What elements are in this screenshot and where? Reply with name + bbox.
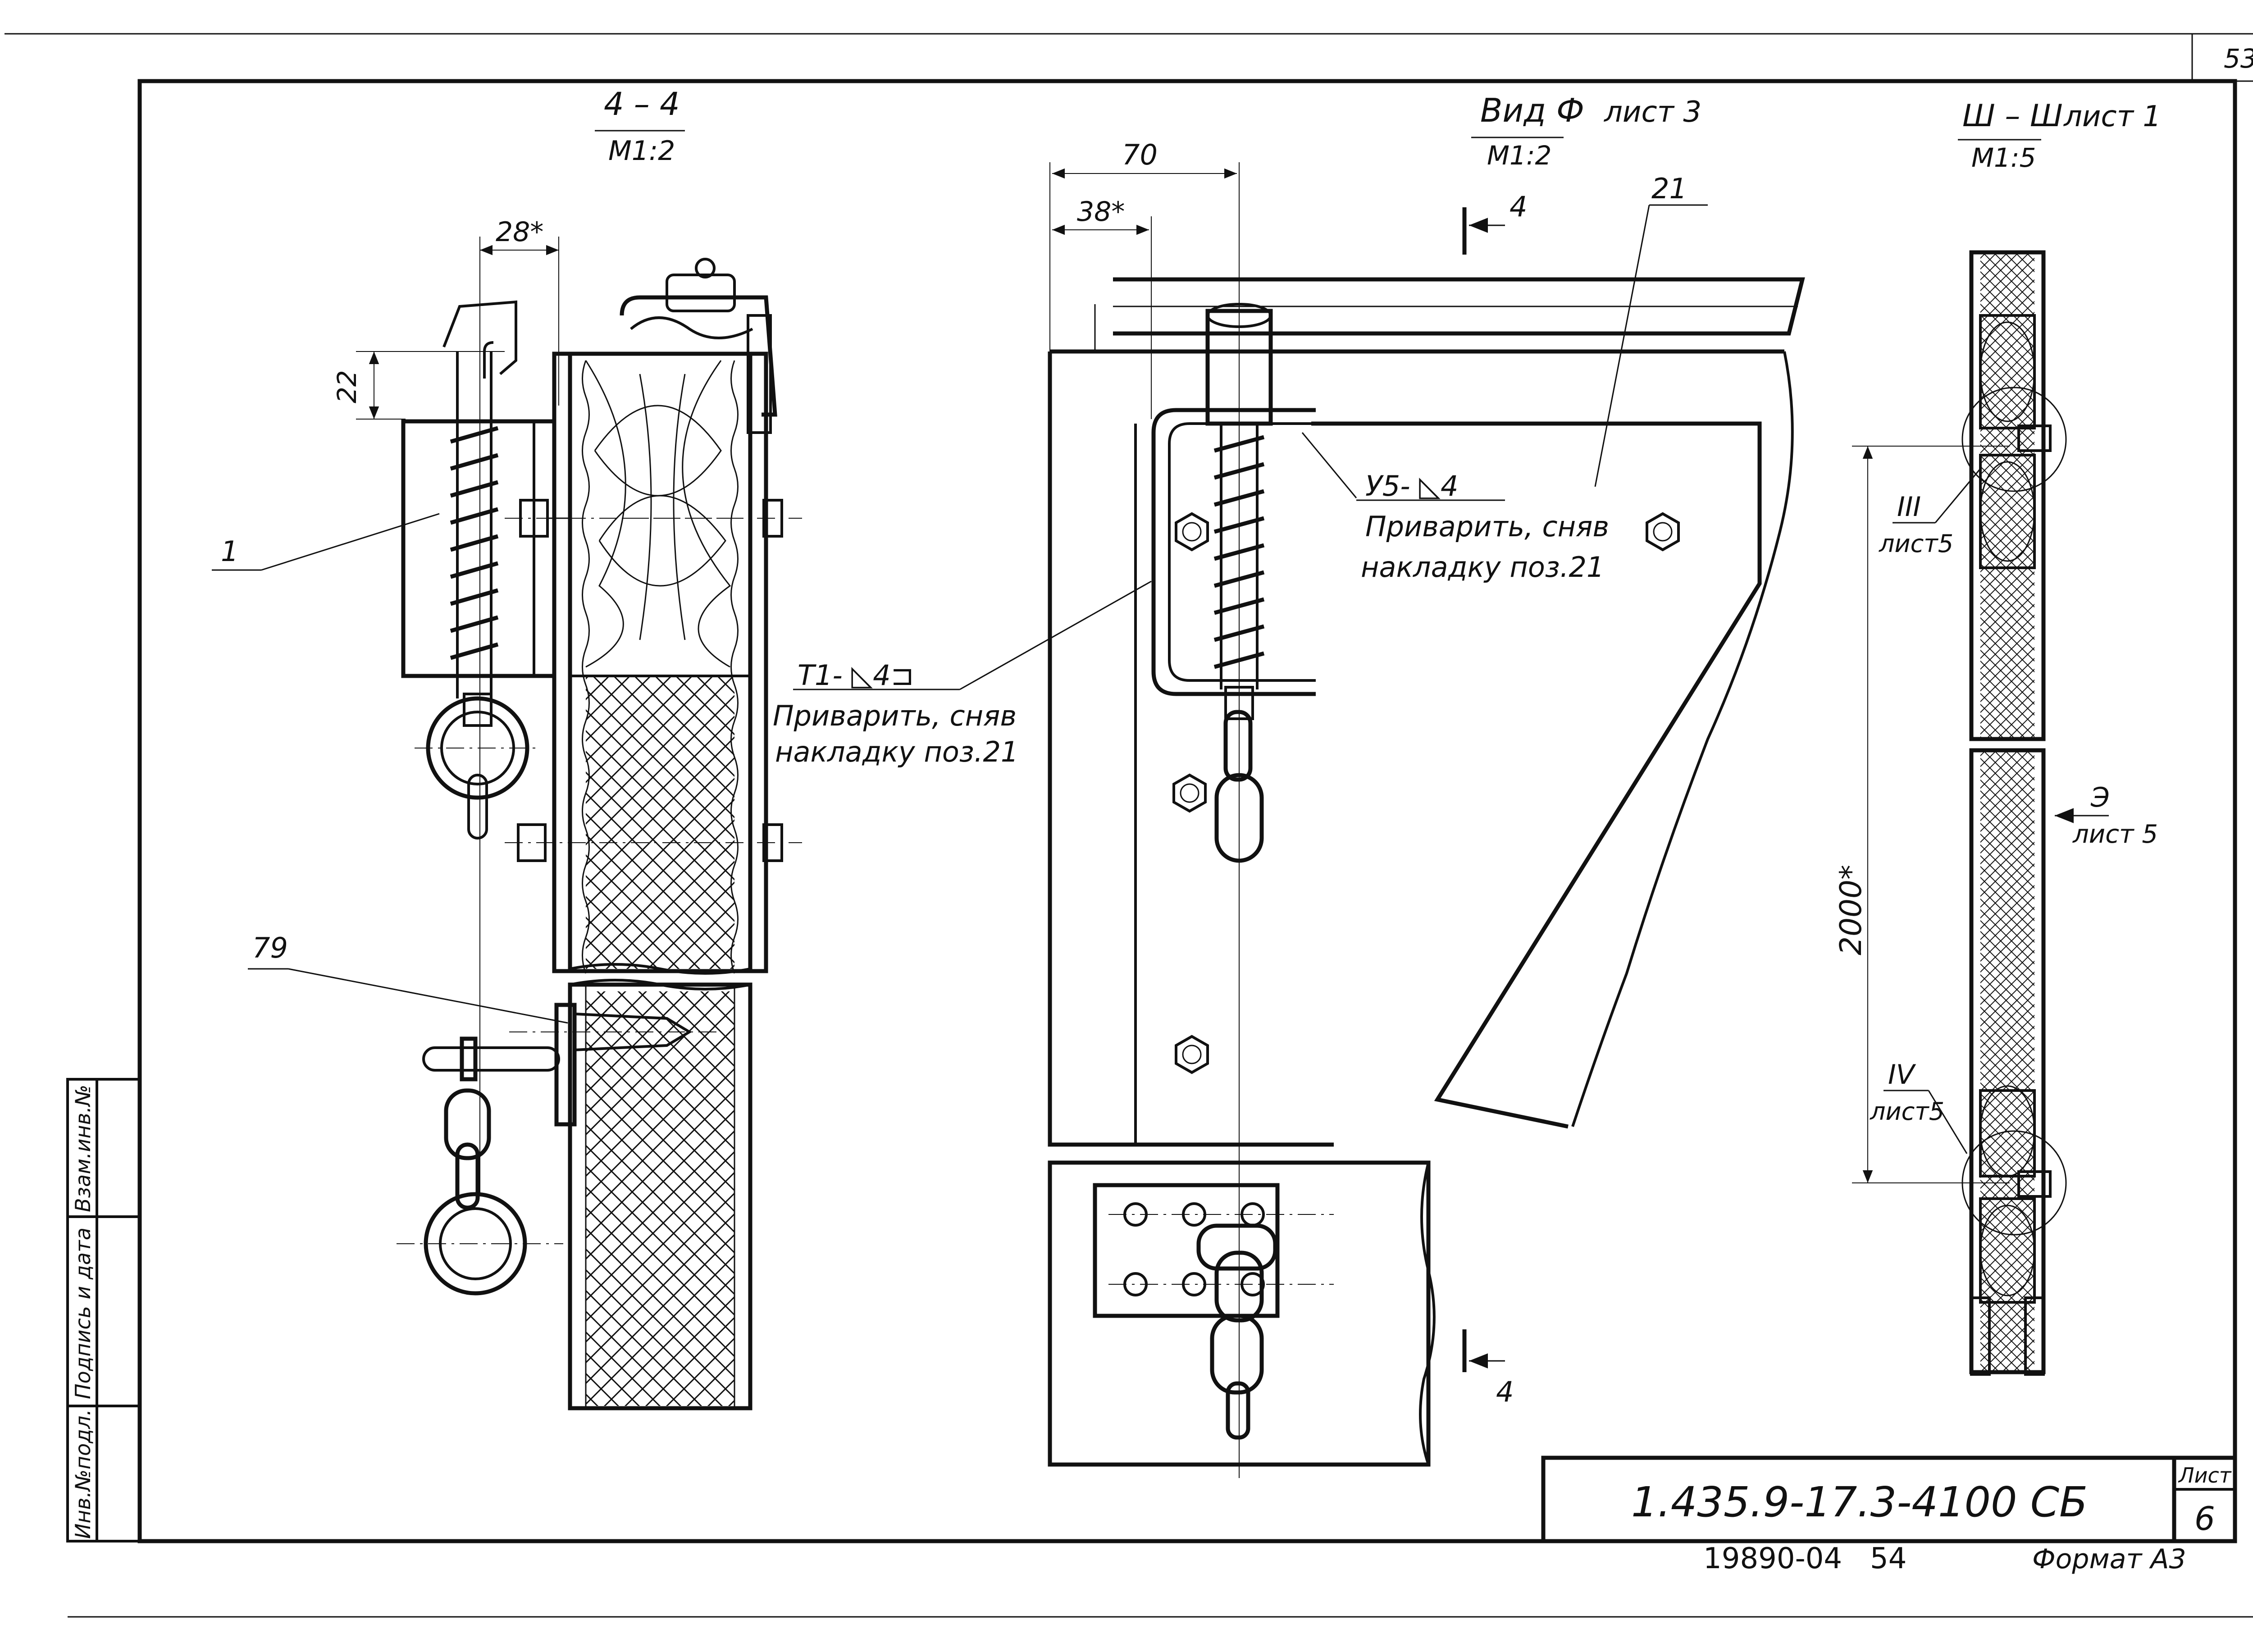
nuts-view-f <box>1172 512 1680 1074</box>
view-f-title: Вид Ф <box>1480 91 1584 129</box>
callout-iii: III <box>1897 491 1921 523</box>
strip-label-sign: Подпись и дата <box>71 1228 95 1399</box>
stamp-designation: 1.435.9-17.3-4100 СБ <box>1631 1478 2088 1526</box>
view-sh-title: Ш – Ш <box>1962 98 2063 134</box>
dim-70: 70 <box>1122 138 1158 171</box>
view-sh-scale: М1:5 <box>1971 142 2036 173</box>
dim-22: 22 <box>332 370 362 403</box>
callout-e-sheet: лист 5 <box>2072 820 2158 849</box>
view-4-4-title: 4 – 4 <box>604 86 680 123</box>
view-sh-sheet-ref: лист 1 <box>2063 100 2161 133</box>
dim-38: 38* <box>1077 196 1125 228</box>
section-mark-top: 4 <box>1510 190 1527 223</box>
bolt-upper <box>505 499 802 538</box>
format-label: Формат А3 <box>2032 1543 2186 1575</box>
spring-left <box>450 351 499 698</box>
dim-2000: 2000* <box>1833 865 1868 955</box>
leader-1: 1 <box>221 535 238 568</box>
weld-note-u5-line1: Приварить, сняв <box>1365 510 1609 543</box>
leader-79: 79 <box>252 931 288 964</box>
bottom-number: 19890-04 <box>1703 1542 1842 1575</box>
weld-note-u5-line2: накладку поз.21 <box>1361 551 1604 584</box>
page-number-top: 53 <box>2224 43 2253 74</box>
view-f-scale: М1:2 <box>1487 140 1551 171</box>
section-mark-bottom: 4 <box>1496 1375 1514 1408</box>
weld-note-t1-line1: Приварить, сняв <box>773 699 1017 732</box>
callout-e: Э <box>2090 782 2110 813</box>
view-sh: Ш – Ш лист 1 М1:5 2000* III лист5 <box>1833 98 2161 1376</box>
callout-iii-sheet: лист5 <box>1879 529 1953 558</box>
callout-iv-sheet: лист5 <box>1870 1097 1944 1126</box>
strip-label-inv: Инв.№подл. <box>71 1409 95 1539</box>
weld-symbol-u5: У5- ◺4 <box>1365 470 1458 502</box>
bolt-lower <box>505 658 802 969</box>
callout-iv: IV <box>1888 1059 1916 1091</box>
stamp-sheet-label: Лист <box>2178 1463 2232 1488</box>
weld-note-t1-line2: накладку поз.21 <box>775 735 1018 768</box>
stamp-sheet-number: 6 <box>2194 1500 2215 1538</box>
view-f-sheet-ref: лист 3 <box>1603 96 1701 129</box>
view-4-4: 4 – 4 М1:2 28* 22 1 <box>212 86 1152 1410</box>
sheet-frame <box>5 33 2253 1618</box>
insulation-upper <box>585 360 731 668</box>
strip-label-vzam: Взам.инв.№ <box>71 1085 95 1212</box>
leader-21: 21 <box>1651 172 1687 205</box>
spring-middle <box>1213 424 1265 689</box>
weld-symbol-t1: Т1- ◺4⊐ <box>798 659 914 692</box>
bottom-page: 54 <box>1870 1542 1906 1575</box>
view-4-4-scale: М1:2 <box>608 135 675 167</box>
plate-holes <box>1108 1202 1334 1296</box>
dim-28: 28* <box>496 216 543 248</box>
view-f: Вид Ф лист 3 М1:2 70 38* 4 4 21 <box>1048 91 1805 1478</box>
